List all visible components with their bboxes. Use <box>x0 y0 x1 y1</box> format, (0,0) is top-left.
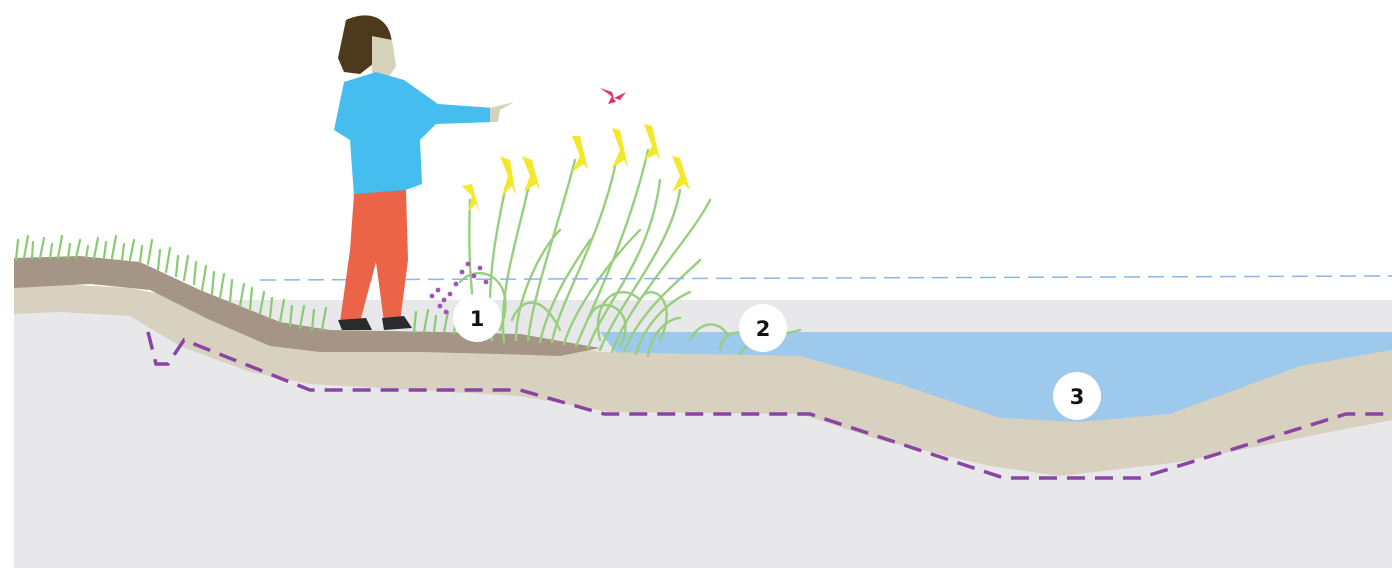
marker-1-label: 1 <box>470 307 485 331</box>
marker-3: 3 <box>1053 372 1101 420</box>
marker-1: 1 <box>453 294 501 342</box>
marker-2: 2 <box>739 304 787 352</box>
water-level-line <box>260 276 1392 280</box>
marker-2-label: 2 <box>756 317 771 341</box>
butterfly-icon <box>600 88 626 104</box>
marker-3-label: 3 <box>1070 385 1085 409</box>
